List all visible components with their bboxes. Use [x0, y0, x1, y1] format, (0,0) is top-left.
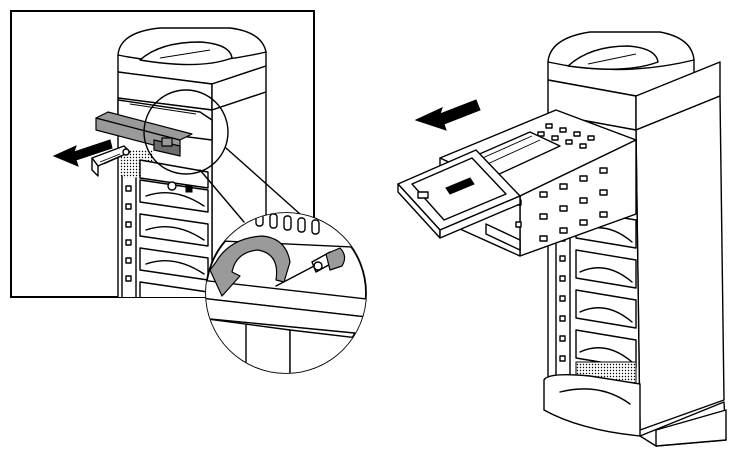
arrow-left-icon — [52, 139, 113, 167]
thumbscrew-icon — [275, 247, 346, 287]
drawer-holes — [515, 167, 608, 242]
zoom-connector — [199, 147, 301, 223]
arrow-left-icon — [414, 99, 481, 131]
rail-holes — [125, 185, 132, 282]
zoom-source-circle — [143, 89, 229, 175]
right-tower — [543, 31, 727, 447]
drawer-top-holes — [537, 123, 595, 149]
rotate-arrow-icon — [209, 235, 291, 297]
pulled-drawer — [397, 109, 637, 257]
